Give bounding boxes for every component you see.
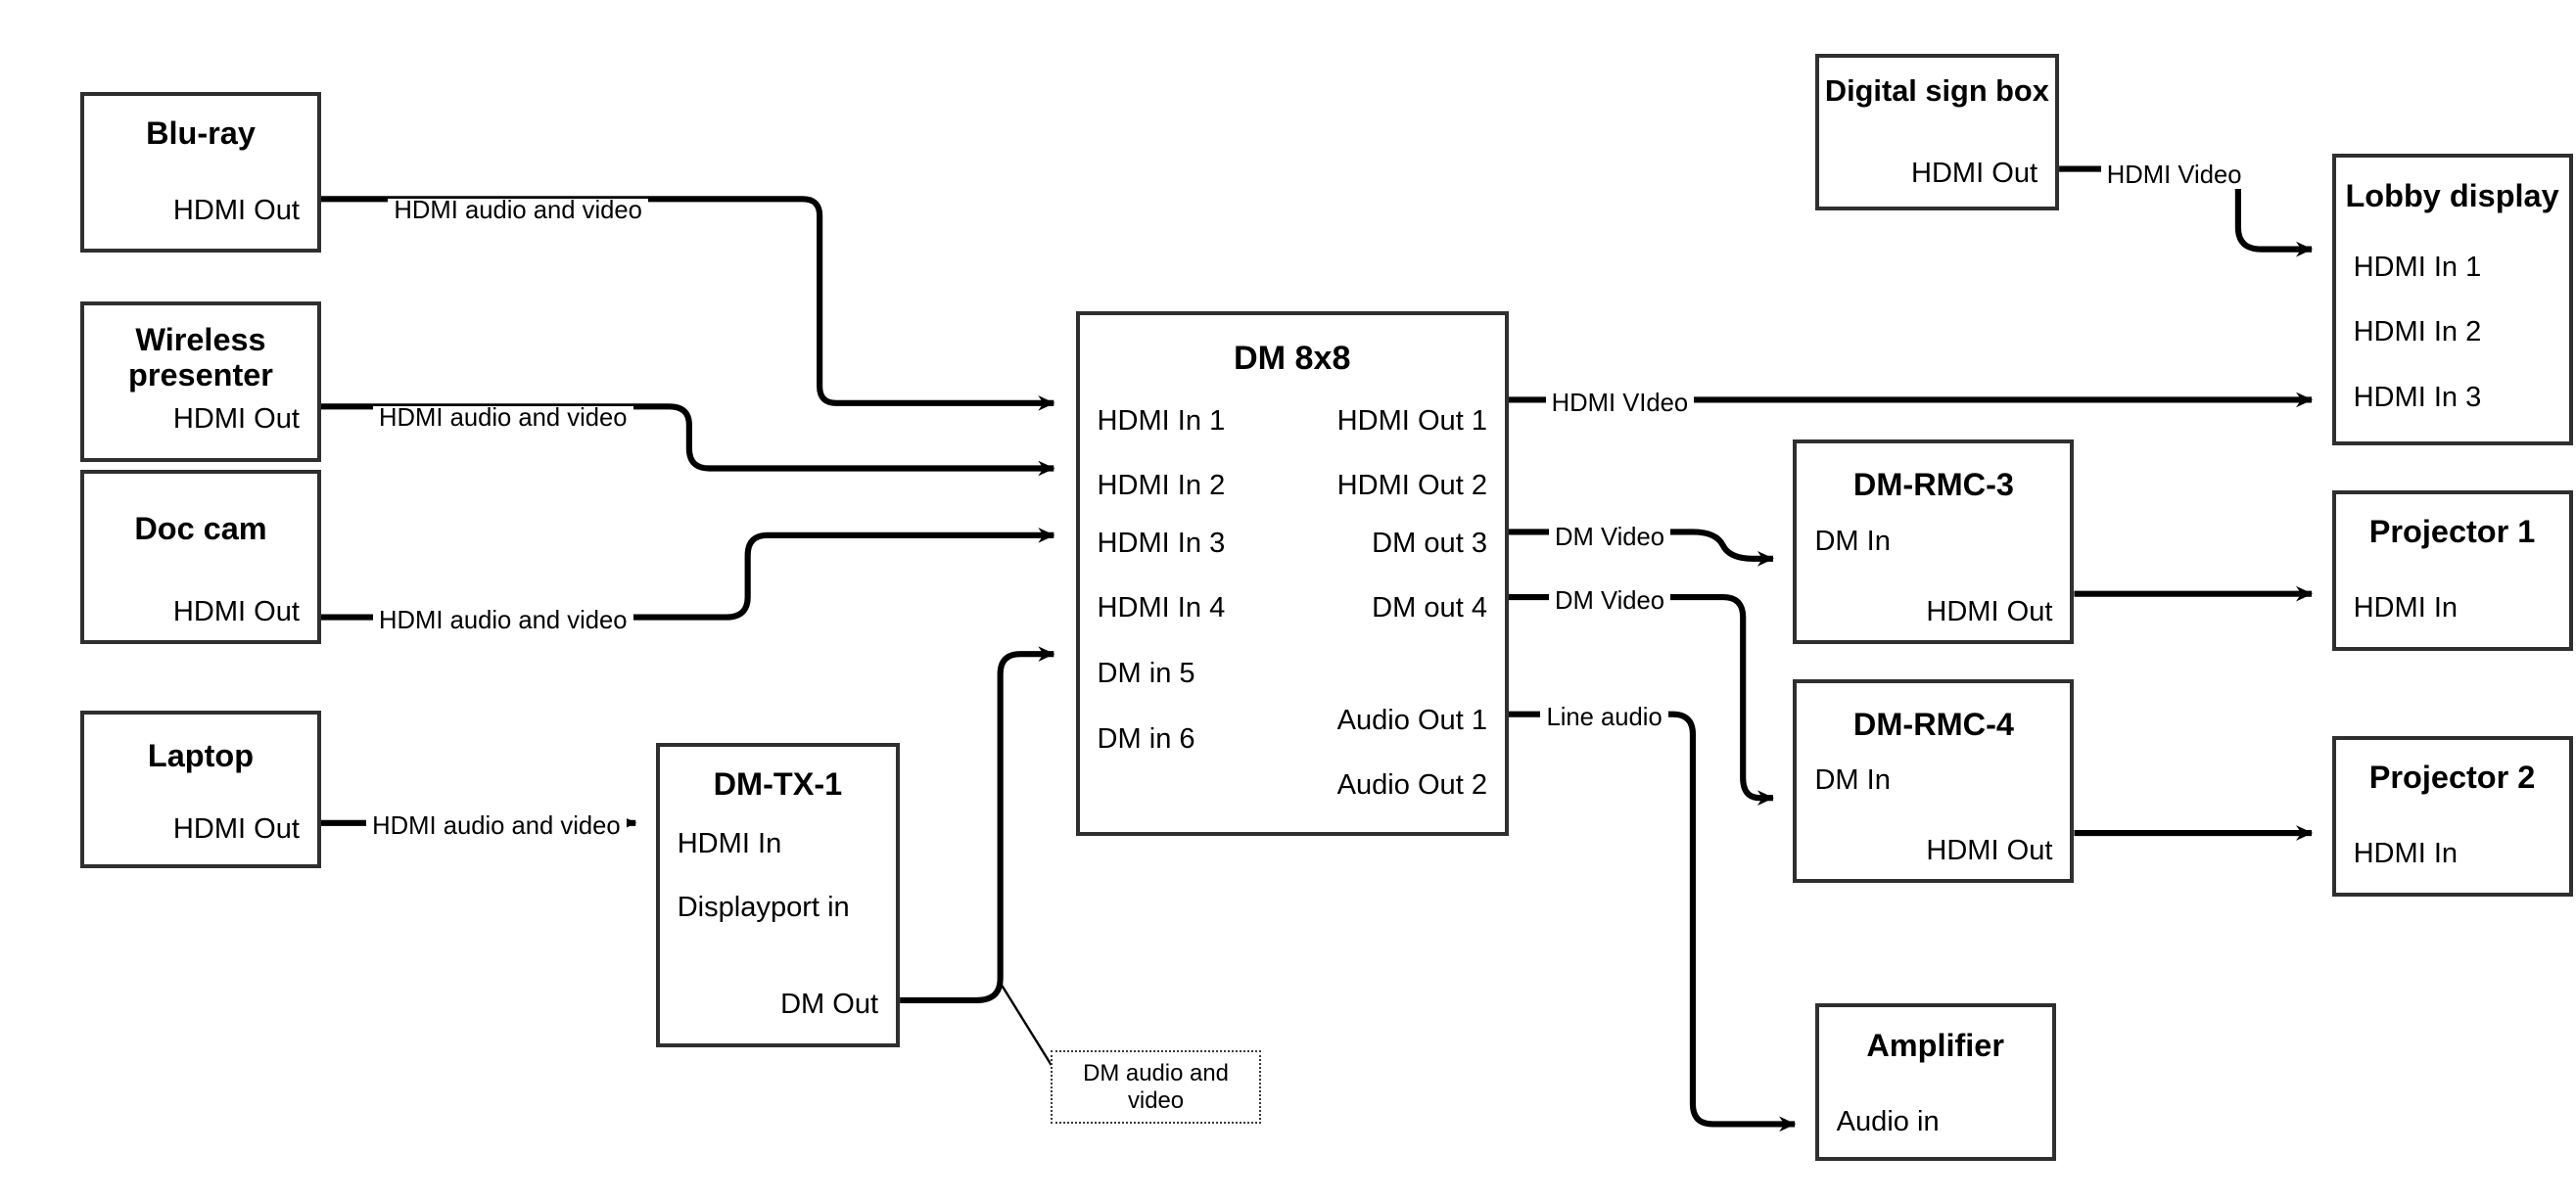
device-dm-rmc-3[interactable]: DM-RMC-3 DM In HDMI Out [1793,439,2075,644]
device-title: Lobby display [2345,177,2559,213]
port-hdmi-in-4: HDMI In 4 [1097,592,1226,624]
wire-audio-out-1-to-amplifier [1509,711,1797,1132]
port-hdmi-in-3: HDMI In 3 [1097,527,1226,559]
wire-dmtx-to-dm-in-5 [900,646,1055,1004]
wire-label-dm-out3-link: DM Video [1549,525,1671,551]
wire-label-wireless-link: HDMI audio and video [372,406,633,432]
wire-label-laptop-link: HDMI audio and video [366,814,627,840]
port-hdmi-out: HDMI Out [172,595,300,627]
device-title: Projector 2 [2368,760,2536,796]
port-displayport-in: Displayport in [677,892,850,924]
device-dm-rmc-4[interactable]: DM-RMC-4 DM In HDMI Out [1793,678,2075,884]
wire-label-audio-out1-link: Line audio [1540,706,1668,731]
port-dm-out-4: DM out 4 [1372,592,1487,624]
wire-wireless-to-hdmi-in-2 [321,403,1055,477]
port-audio-in: Audio in [1836,1105,1940,1137]
callout-dm-audio-video-note: DM audio and video [1050,1050,1262,1125]
port-dm-in-6: DM in 6 [1097,722,1195,755]
wire-label-doccam-link: HDMI audio and video [372,608,633,634]
port-hdmi-out: HDMI Out [172,812,300,845]
port-hdmi-in-2: HDMI In 2 [2353,316,2482,348]
device-projector-2[interactable]: Projector 2 HDMI In [2331,735,2573,897]
port-hdmi-out-1: HDMI Out 1 [1336,404,1487,437]
port-dm-in: DM In [1814,525,1891,557]
device-projector-1[interactable]: Projector 1 HDMI In [2331,489,2573,651]
port-hdmi-in-3: HDMI In 3 [2353,381,2482,413]
port-hdmi-in-1: HDMI In 1 [2353,251,2482,283]
device-title: Projector 1 [2368,514,2536,550]
wire-label-signbox-link: HDMI Video [2100,163,2248,190]
wire-label-hdmi-out1-link: HDMI VIdeo [1545,391,1695,417]
port-hdmi-out: HDMI Out [172,194,300,226]
device-title: Wireless presenter [128,321,273,393]
port-hdmi-out: HDMI Out [1926,835,2053,867]
port-dm-in-5: DM in 5 [1097,657,1195,689]
device-title: Doc cam [134,510,267,546]
device-title: DM-RMC-3 [1852,467,2014,503]
port-hdmi-in: HDMI In [2353,592,2459,624]
port-dm-in: DM In [1814,764,1891,797]
port-hdmi-out: HDMI Out [172,403,300,436]
port-audio-out-2: Audio Out 2 [1336,769,1487,802]
port-hdmi-in-1: HDMI In 1 [1097,404,1226,437]
wire-dm-out-3-to-rmc3 [1509,529,1774,567]
device-title: Laptop [147,738,255,774]
port-hdmi-out: HDMI Out [1926,595,2053,627]
wire-bluray-to-hdmi-in-1 [321,196,1055,411]
port-audio-out-1: Audio Out 1 [1336,704,1487,736]
port-hdmi-out-2: HDMI Out 2 [1336,470,1487,502]
wire-doccam-to-hdmi-in-3 [321,527,1055,621]
port-dm-out: DM Out [780,989,879,1021]
port-hdmi-in: HDMI In [2353,838,2459,870]
device-title: Blu-ray [146,115,256,152]
port-hdmi-in: HDMI In [677,828,782,860]
wire-label-bluray-link: HDMI audio and video [388,199,648,224]
leader-dm-audio-video-note [997,979,1060,1079]
device-title: Digital sign box [1824,72,2049,108]
wire-label-dm-out4-link: DM Video [1549,588,1671,615]
device-title: DM 8x8 [1233,340,1351,378]
device-title: Amplifier [1866,1027,2004,1063]
port-dm-out-3: DM out 3 [1372,527,1487,559]
device-title: DM-TX-1 [713,766,843,803]
port-hdmi-out: HDMI Out [1910,157,2038,189]
wire-dm-out-4-to-rmc4 [1509,594,1774,807]
device-title: DM-RMC-4 [1852,706,2014,742]
port-hdmi-in-2: HDMI In 2 [1097,470,1226,502]
